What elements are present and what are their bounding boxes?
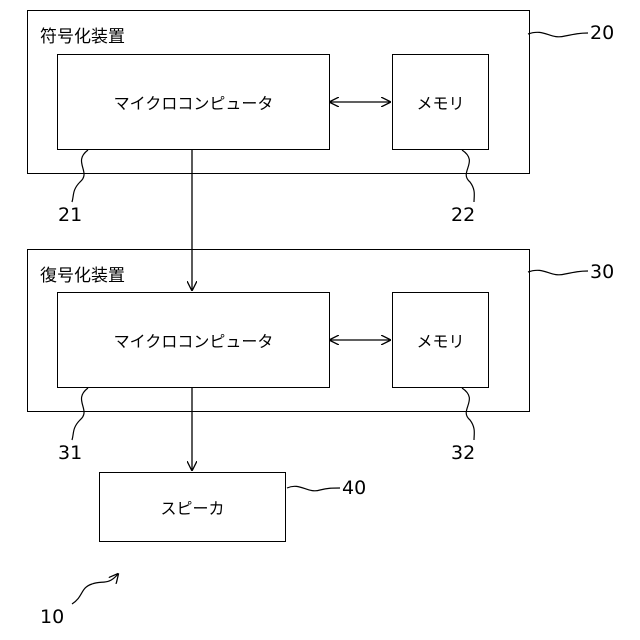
- ref-21: 21: [58, 204, 82, 226]
- ref-40: 40: [342, 477, 366, 499]
- ref-20: 20: [590, 22, 614, 44]
- speaker-box: スピーカ: [99, 472, 286, 542]
- decoder-device-title: 復号化装置: [40, 261, 125, 286]
- encoder-microcomputer-box: マイクロコンピュータ: [57, 54, 330, 150]
- ref-32: 32: [451, 442, 475, 464]
- leader-line-40: [287, 486, 340, 491]
- ref-31: 31: [58, 442, 82, 464]
- ref-22: 22: [451, 204, 475, 226]
- leader-line-10: [72, 574, 118, 604]
- leader-line-20: [528, 32, 588, 37]
- leader-line-30: [528, 270, 588, 275]
- decoder-microcomputer-box: マイクロコンピュータ: [57, 292, 330, 388]
- decoder-memory-box: メモリ: [392, 292, 489, 388]
- encoder-memory-box: メモリ: [392, 54, 489, 150]
- ref-30: 30: [590, 261, 614, 283]
- encoder-device-title: 符号化装置: [40, 22, 125, 47]
- ref-10: 10: [40, 606, 64, 628]
